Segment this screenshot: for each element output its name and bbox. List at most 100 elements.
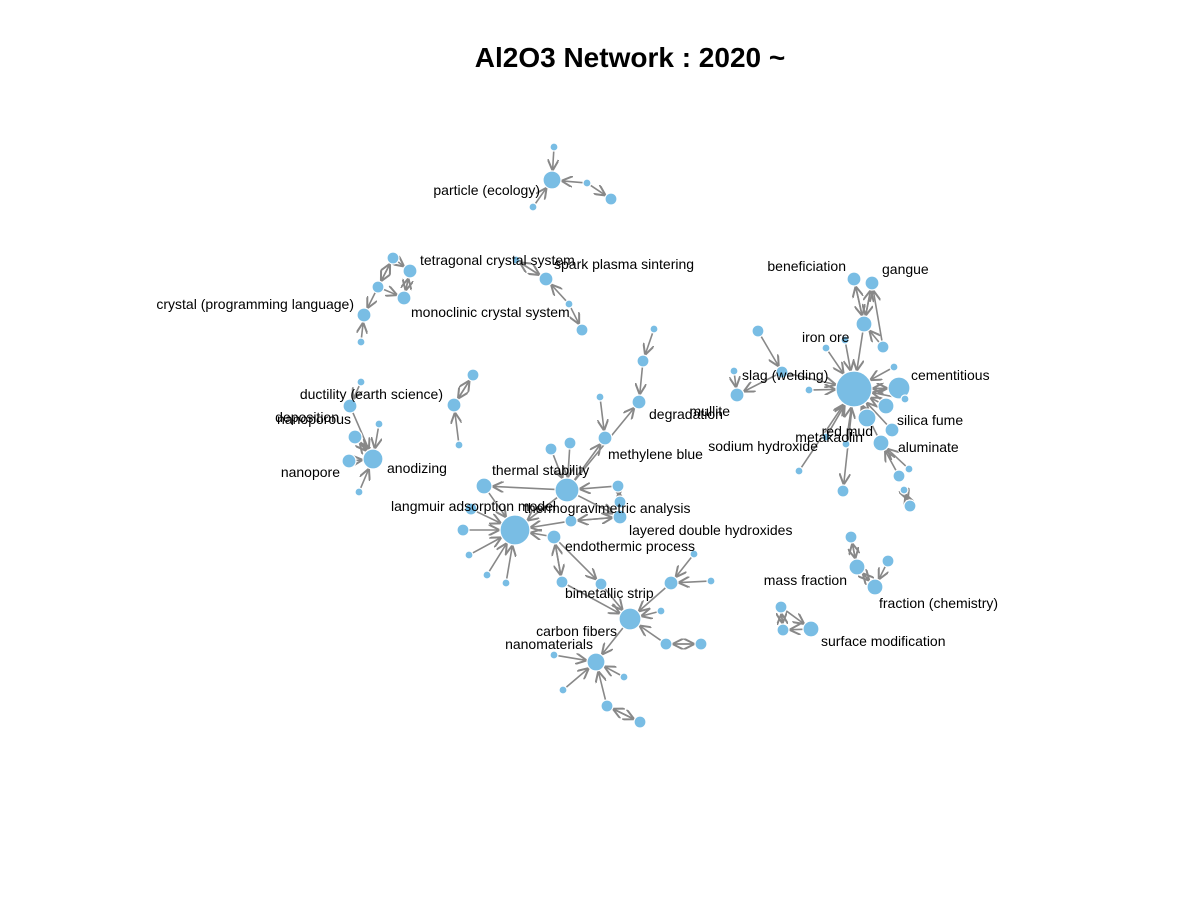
node-label-ldh: layered double hydroxides xyxy=(629,522,792,538)
node-n3 xyxy=(558,685,568,695)
node-label-nanopore: nanopore xyxy=(281,464,340,480)
edge-c3-c4 xyxy=(383,289,397,294)
node-s3 xyxy=(564,299,574,309)
node-label-surface-mod: surface modification xyxy=(821,633,946,649)
node-t10 xyxy=(613,495,627,509)
edge-t6-th xyxy=(568,448,570,477)
edge-t9-lg xyxy=(487,492,506,517)
edge-n3-nm xyxy=(565,669,588,689)
node-label-slag: slag (welding) xyxy=(742,367,828,383)
edge-g10-gh xyxy=(871,368,891,380)
node-label-beneficiation: beneficiation xyxy=(767,258,846,274)
edge-e2-bm xyxy=(639,587,667,611)
node-d3 xyxy=(446,397,462,413)
node-t15 xyxy=(594,577,608,591)
node-t11 xyxy=(564,514,578,528)
node-label-mullite: mullite xyxy=(690,403,731,419)
edge-g26-g24 xyxy=(906,495,908,500)
edge-th-t9 xyxy=(493,486,556,489)
edge-t11-t12 xyxy=(576,518,612,521)
edge-n2-nm xyxy=(605,667,621,675)
node-c2 xyxy=(402,263,418,279)
edge-t14-t13 xyxy=(555,545,560,577)
node-g11 xyxy=(804,385,814,395)
node-n2 xyxy=(619,672,629,682)
node-d5 xyxy=(374,419,384,429)
edge-g1-g9 xyxy=(760,335,778,365)
edge-e1-e2 xyxy=(676,556,693,576)
edge-t13-t15 xyxy=(558,541,596,579)
edge-t13-lg xyxy=(531,533,548,536)
node-d9 xyxy=(341,453,357,469)
node-g12 xyxy=(887,376,911,400)
node-e3 xyxy=(706,576,716,586)
edge-layer xyxy=(353,150,908,719)
edge-g23-g20 xyxy=(886,451,897,472)
edge-c4-c2 xyxy=(406,279,409,292)
edge-t4-t5 xyxy=(600,400,603,430)
node-g5 xyxy=(821,343,831,353)
edge-g5-gh xyxy=(827,350,843,373)
edge-th-t12 xyxy=(577,494,613,513)
node-t6 xyxy=(563,436,577,450)
node-u2 xyxy=(776,623,790,637)
edge-m3-m1 xyxy=(852,544,855,560)
node-g25 xyxy=(836,484,850,498)
node-c5 xyxy=(356,307,372,323)
edge-l3-lg xyxy=(472,538,501,554)
edge-pB-pC xyxy=(589,184,604,195)
edge-u1-u3 xyxy=(785,609,804,624)
node-label-crystal-lang: crystal (programming language) xyxy=(156,296,354,312)
node-e6 xyxy=(694,637,708,651)
node-m4 xyxy=(866,578,884,596)
node-g2 xyxy=(846,271,862,287)
node-l3 xyxy=(464,550,474,560)
edge-s2-s1 xyxy=(521,263,541,276)
edge-u1-u2 xyxy=(782,613,783,623)
edge-t8-th xyxy=(580,486,613,488)
node-g18 xyxy=(821,432,831,442)
node-g3 xyxy=(864,275,880,291)
edge-g15-gh xyxy=(871,398,879,402)
edge-m2-m4 xyxy=(879,566,885,578)
node-label-aluminate: aluminate xyxy=(898,439,959,455)
node-g8 xyxy=(729,366,739,376)
node-label-methylene-blue: methylene blue xyxy=(608,446,703,462)
node-t4 xyxy=(595,392,605,402)
edge-c1-c2 xyxy=(398,262,403,266)
node-label-iron-ore: iron ore xyxy=(802,329,850,345)
edge-e3-e2 xyxy=(679,581,708,582)
node-t14 xyxy=(555,575,569,589)
node-c1 xyxy=(386,251,400,265)
node-t13 xyxy=(546,529,562,545)
node-s2 xyxy=(538,271,554,287)
edge-s3-s4 xyxy=(571,307,579,324)
node-e1 xyxy=(689,549,699,559)
node-m2 xyxy=(881,554,895,568)
node-g17 xyxy=(884,422,900,438)
node-label-thermal-stability: thermal stability xyxy=(492,462,589,478)
edge-m4-m3 xyxy=(863,574,869,581)
node-n4 xyxy=(600,699,614,713)
node-label-nanoporous: nanoporous xyxy=(277,411,351,427)
edge-g4-g2 xyxy=(856,287,862,317)
node-t7 xyxy=(544,442,558,456)
node-lg xyxy=(499,514,531,546)
edge-d2-d4 xyxy=(354,385,360,399)
node-d2 xyxy=(356,377,366,387)
edge-g7-g3 xyxy=(873,291,883,342)
node-t1 xyxy=(649,324,659,334)
edge-pD-pHub xyxy=(534,189,546,205)
edge-g9-g13 xyxy=(745,374,778,391)
node-l4 xyxy=(482,570,492,580)
node-g15 xyxy=(877,397,895,415)
node-label-degradation: degradation xyxy=(649,406,723,422)
node-g19 xyxy=(841,439,851,449)
node-label-ductility: ductility (earth science) xyxy=(300,386,443,402)
edge-c6-c5 xyxy=(361,323,363,339)
node-label-fraction-chem: fraction (chemistry) xyxy=(879,595,998,611)
edge-g19-gh xyxy=(847,408,852,441)
edge-c3-c5 xyxy=(368,292,376,307)
node-label-metakaolin: metakaolin xyxy=(795,429,863,445)
